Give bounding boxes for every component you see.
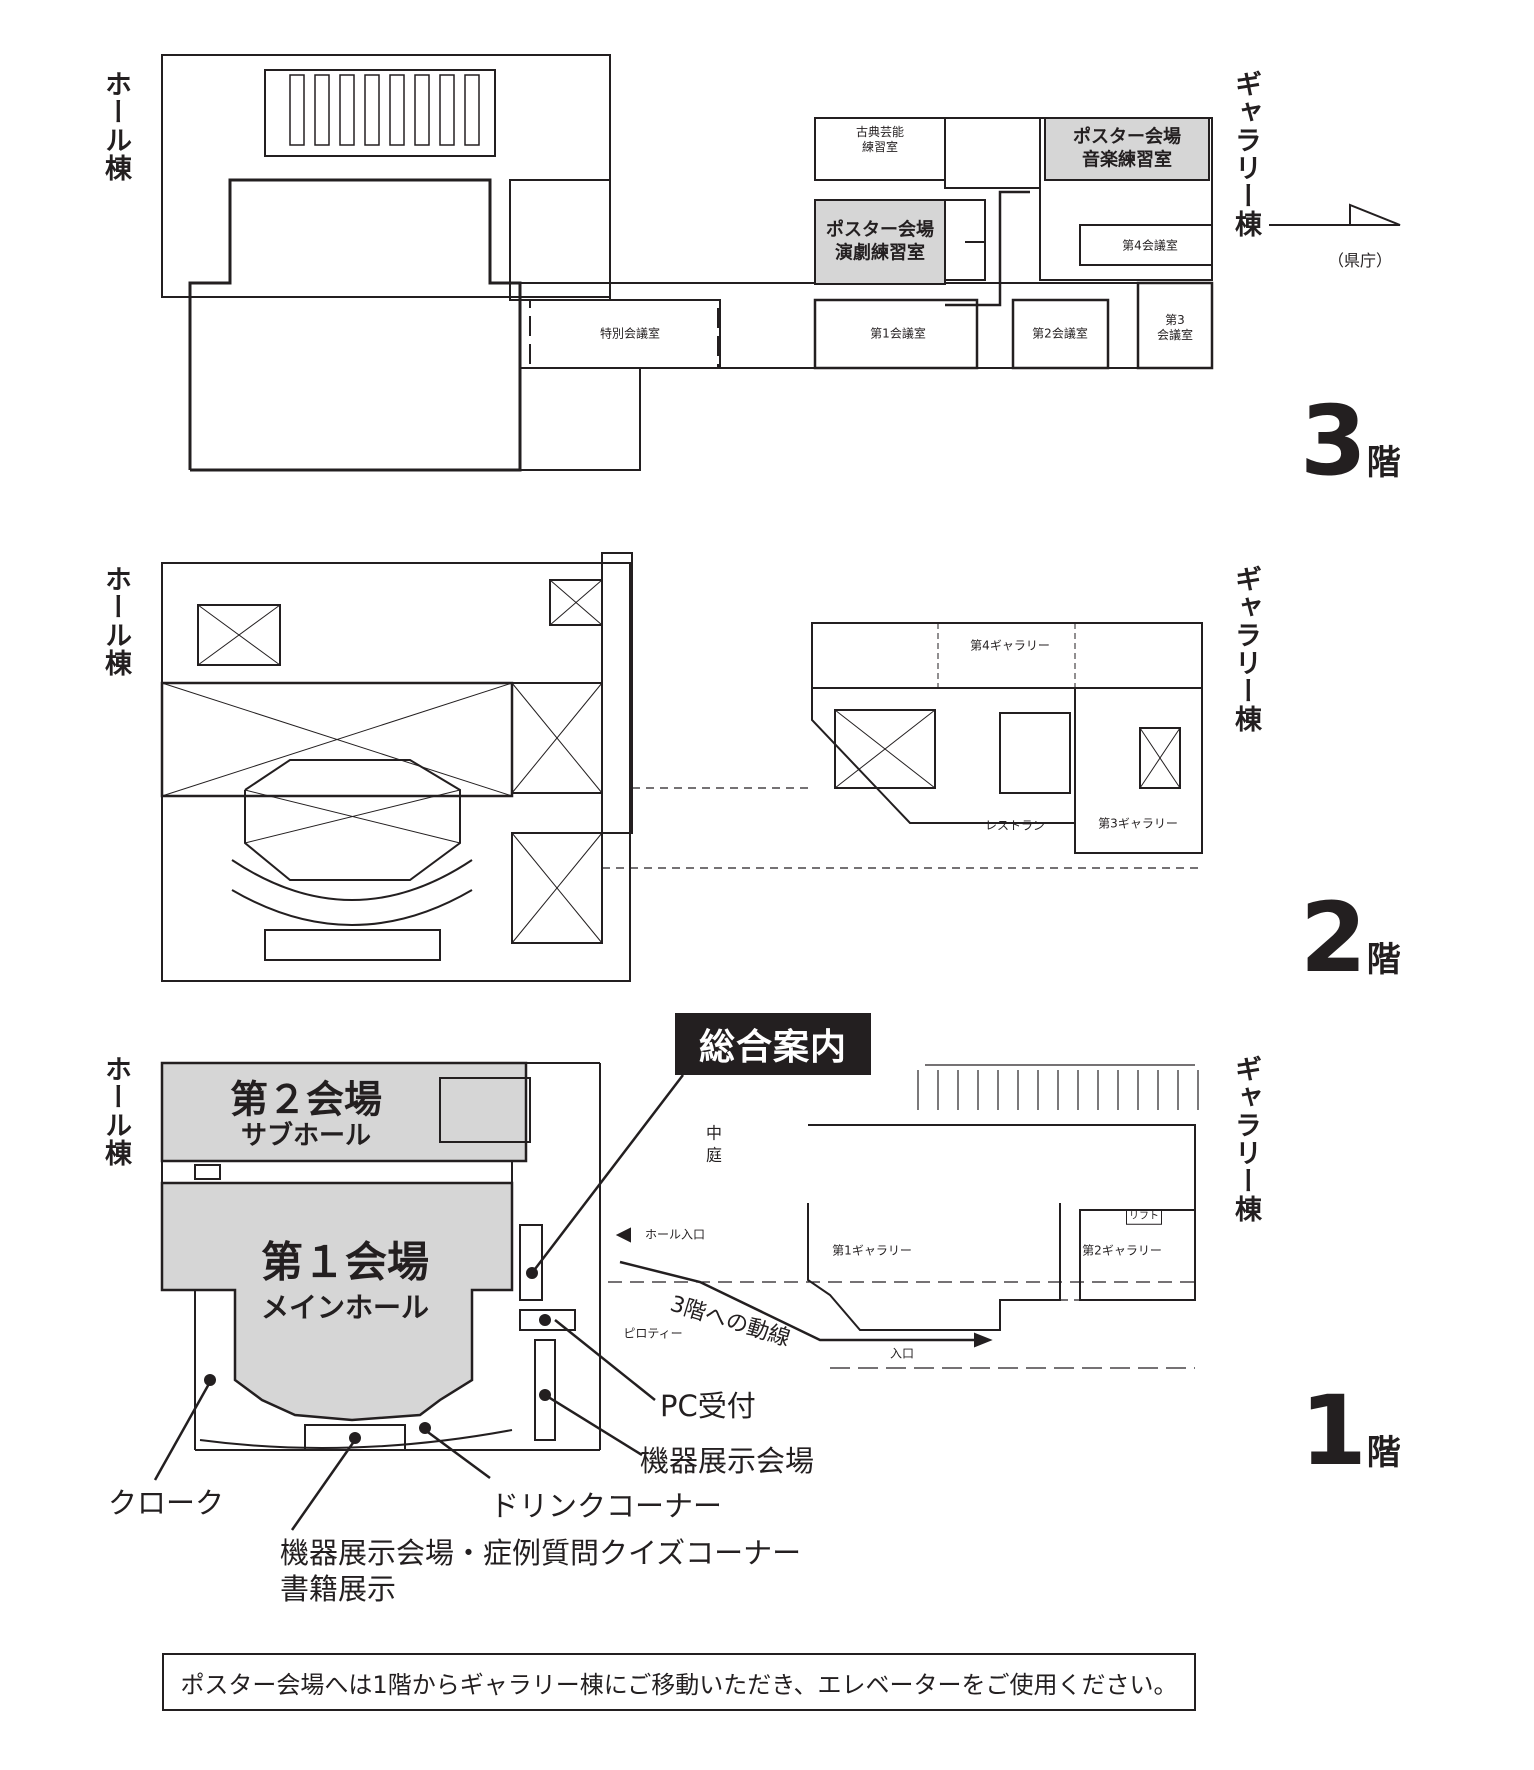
lift-label: リフト bbox=[1126, 1209, 1162, 1225]
equipment-quiz-books-label: 機器展示会場・症例質問クイズコーナー 書籍展示 bbox=[280, 1536, 802, 1607]
gallery-building-label-f2: ギャラリー棟 bbox=[1230, 565, 1261, 733]
courtyard-label: 中 庭 bbox=[705, 1123, 723, 1165]
venue2-subtitle: サブホール bbox=[240, 1121, 372, 1152]
hall-entrance-label: ホール入口 bbox=[644, 1227, 706, 1242]
hall-building-label-f2: ホール棟 bbox=[100, 565, 131, 677]
piloti-label: ピロティー bbox=[623, 1326, 683, 1341]
room-koten: 古典芸能 練習室 bbox=[855, 125, 905, 154]
room-poster-drama: ポスター会場 演劇練習室 bbox=[826, 219, 934, 264]
floor-suffix: 階 bbox=[1366, 1433, 1401, 1473]
room-conf4: 第4会議室 bbox=[1122, 238, 1178, 253]
gallery-building-label-f1: ギャラリー棟 bbox=[1230, 1055, 1261, 1223]
pc-reception-label: PC受付 bbox=[660, 1389, 756, 1423]
floor-suffix: 階 bbox=[1366, 940, 1401, 980]
floor-label-2: 2階 bbox=[1300, 882, 1401, 994]
drink-corner-label: ドリンクコーナー bbox=[490, 1489, 723, 1523]
equipment-exhibit-label: 機器展示会場 bbox=[640, 1444, 815, 1478]
room-gallery4: 第4ギャラリー bbox=[970, 638, 1050, 653]
gallery-building-label-f3: ギャラリー棟 bbox=[1230, 70, 1261, 238]
hall-building-label-f1: ホール棟 bbox=[100, 1055, 131, 1167]
compass-label: （県庁） bbox=[1328, 251, 1393, 270]
floor-number: 2 bbox=[1300, 882, 1367, 994]
entrance-label: 入口 bbox=[889, 1346, 915, 1361]
room-conf3: 第3 会議室 bbox=[1156, 313, 1194, 342]
floor-label-1: 1階 bbox=[1300, 1375, 1401, 1487]
venue1-subtitle: メインホール bbox=[260, 1290, 430, 1324]
poster-venue-notice: ポスター会場へは1階からギャラリー棟にご移動いただき、エレベーターをご使用くださ… bbox=[162, 1653, 1196, 1711]
floor1-plan bbox=[153, 1061, 1199, 1531]
room-gallery2: 第2ギャラリー bbox=[1082, 1243, 1162, 1258]
room-poster-music: ポスター会場 音楽練習室 bbox=[1073, 126, 1181, 171]
venue1-title: 第１会場 bbox=[260, 1237, 430, 1287]
room-restaurant: レストラン bbox=[984, 818, 1046, 833]
floor-number: 3 bbox=[1300, 385, 1367, 497]
floor2-plan bbox=[160, 552, 1203, 982]
venue2-title: 第２会場 bbox=[229, 1077, 383, 1122]
cloakroom-label: クローク bbox=[108, 1486, 225, 1520]
room-gallery1: 第1ギャラリー bbox=[832, 1243, 912, 1258]
hall-building-label-f3: ホール棟 bbox=[100, 70, 131, 182]
floor-suffix: 階 bbox=[1366, 443, 1401, 483]
room-tokubetsu: 特別会議室 bbox=[599, 326, 661, 341]
room-gallery3: 第3ギャラリー bbox=[1098, 816, 1178, 831]
room-conf1: 第1会議室 bbox=[870, 326, 926, 341]
floor3-plan bbox=[161, 54, 1401, 472]
general-info-label: 総合案内 bbox=[675, 1013, 871, 1075]
room-conf2: 第2会議室 bbox=[1032, 326, 1088, 341]
floor-number: 1 bbox=[1300, 1375, 1367, 1487]
floor-label-3: 3階 bbox=[1300, 385, 1401, 497]
